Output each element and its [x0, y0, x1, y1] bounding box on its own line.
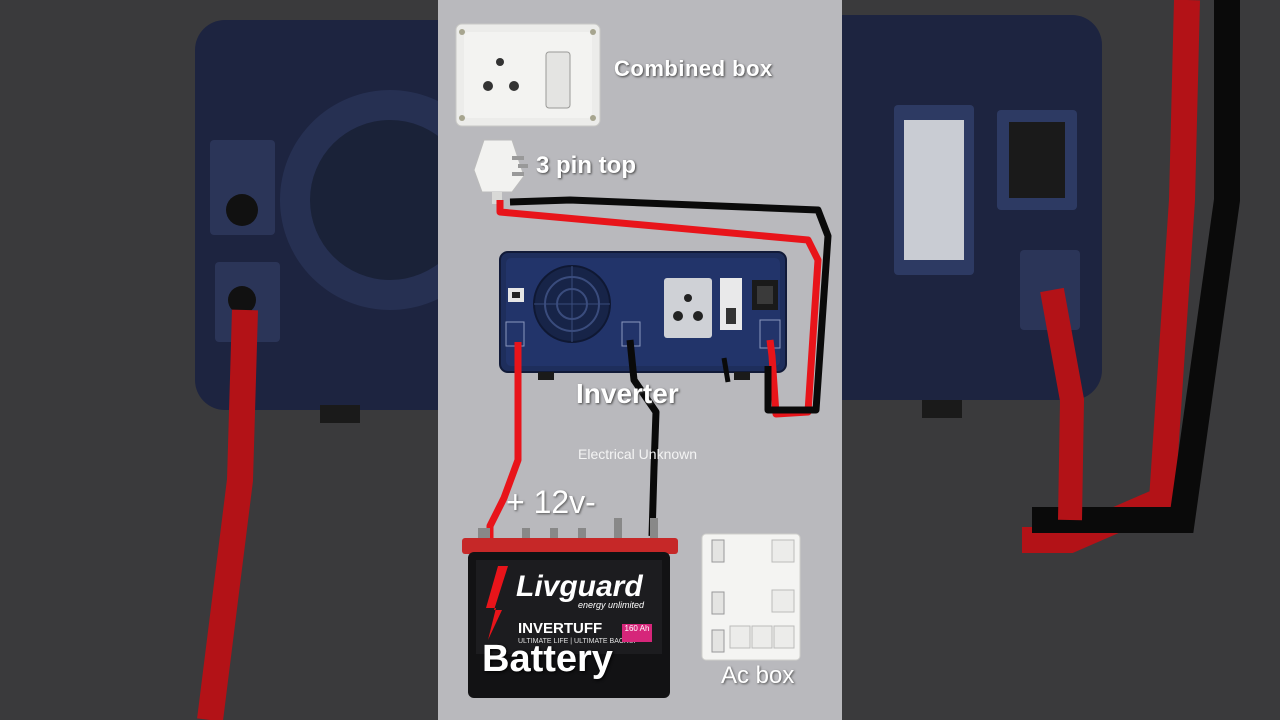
right-background-zoom — [842, 0, 1280, 720]
ac-box-image — [701, 533, 801, 661]
battery-series-name: INVERTUFF — [518, 620, 603, 637]
left-background-zoom — [0, 0, 438, 720]
watermark-text: Electrical Unknown — [578, 446, 698, 462]
three-pin-top-label: 3 pin top — [536, 152, 636, 179]
battery-label: Battery — [482, 638, 613, 680]
negative-wire-stub — [721, 357, 731, 383]
battery-brand-logo: Livguard — [516, 570, 643, 603]
negative-wire-battery — [626, 339, 660, 537]
inverter-label: Inverter — [576, 378, 679, 409]
combined-box-image — [455, 23, 601, 127]
positive-wire-ac — [496, 200, 822, 418]
battery-voltage-label: + 12v- — [506, 484, 596, 520]
negative-wire-ac — [509, 196, 832, 414]
combined-box-label: Combined box — [614, 56, 773, 81]
battery-brand-tagline: energy unlimited — [578, 600, 645, 610]
battery-capacity-badge: 160 Ah — [622, 624, 652, 642]
three-pin-plug-image — [473, 139, 528, 204]
wiring-diagram-panel: Livguard energy unlimited INVERTUFF ULTI… — [438, 0, 842, 720]
inverter-image — [499, 251, 787, 380]
ac-box-label: Ac box — [721, 662, 795, 689]
battery-image — [462, 518, 678, 698]
battery-series-tagline: ULTIMATE LIFE | ULTIMATE BACKUP — [518, 638, 639, 645]
